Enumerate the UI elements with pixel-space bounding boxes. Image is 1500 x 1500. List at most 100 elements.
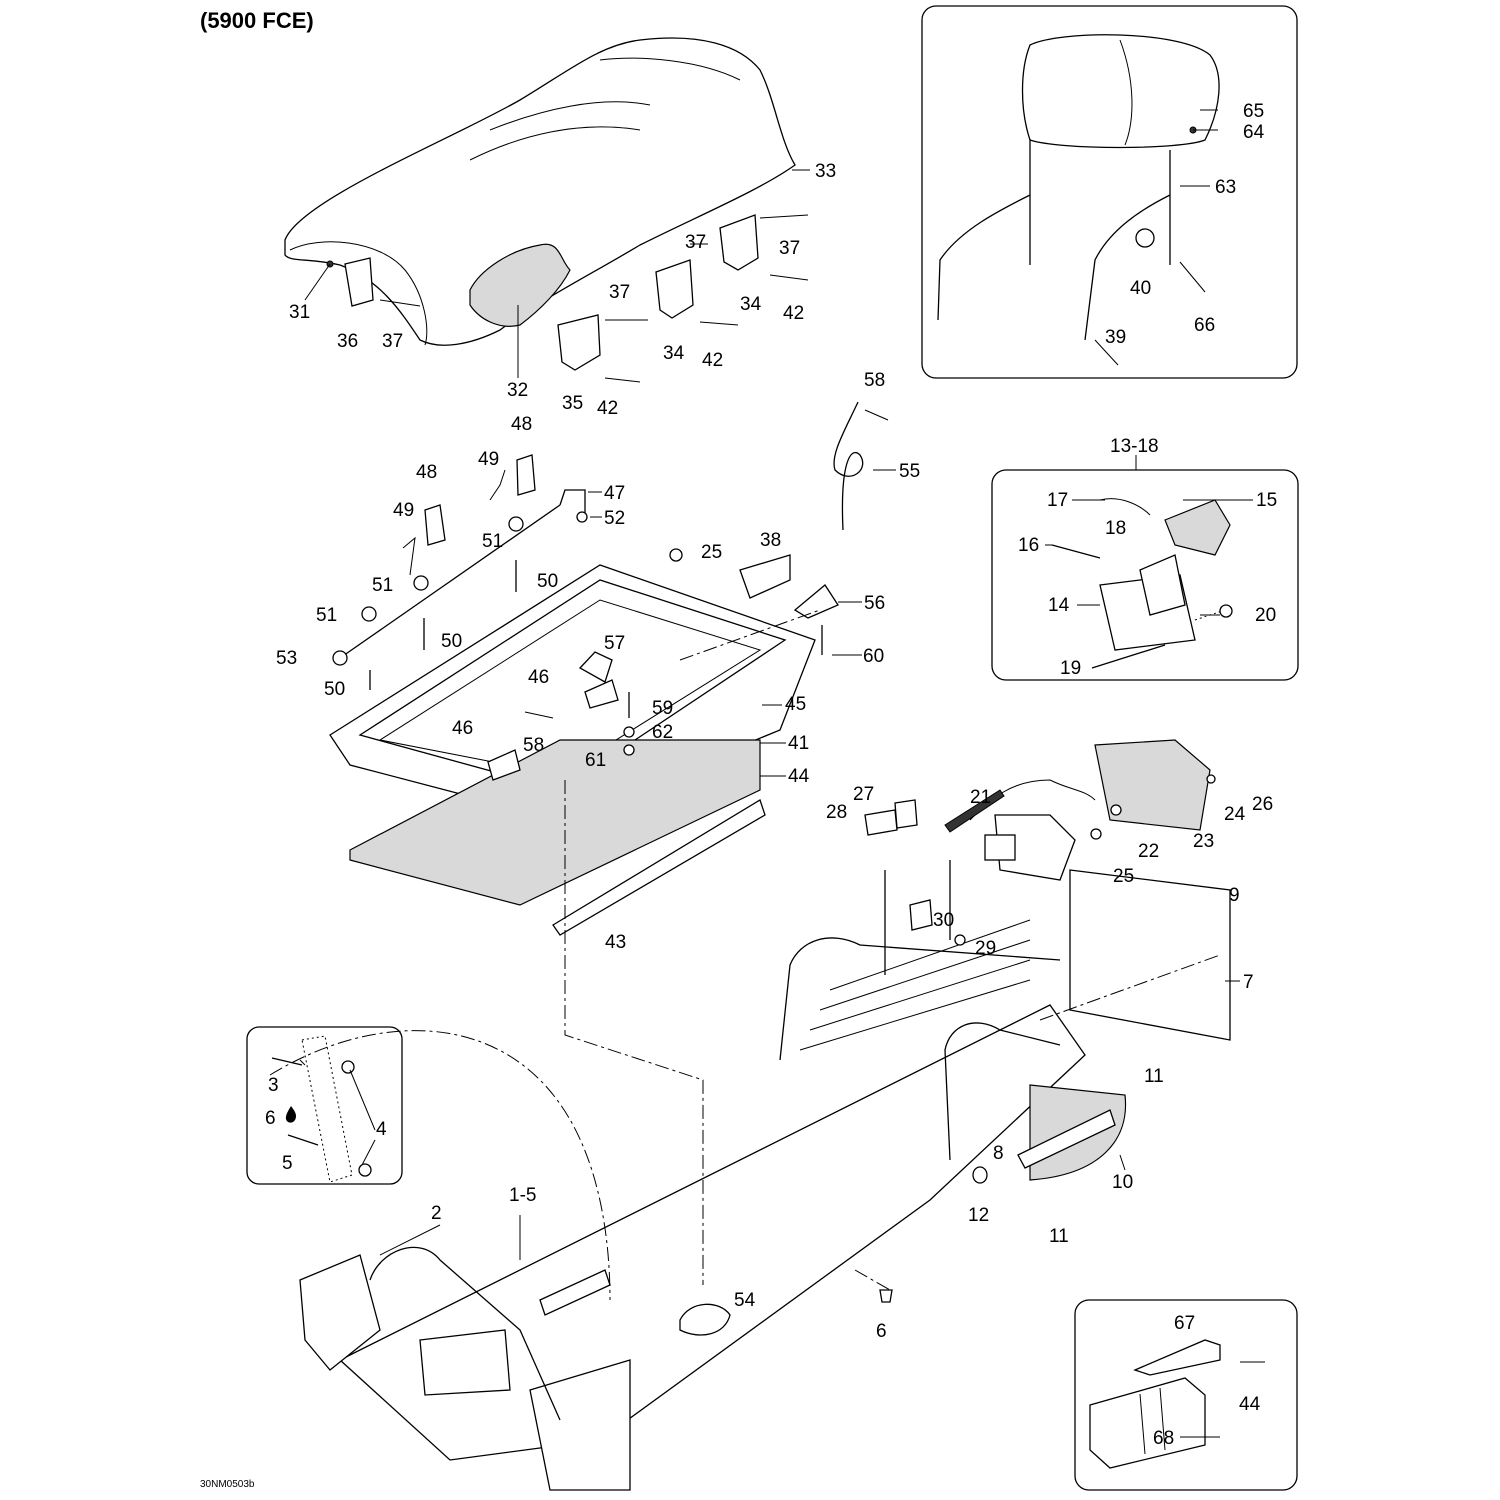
callout-50a: 50 [537, 571, 558, 592]
hitch-bolt-19 [1091, 644, 1166, 669]
callout-14: 14 [1048, 595, 1070, 616]
callout-55: 55 [899, 461, 920, 482]
bumper-bolt-detail-box [246, 1026, 403, 1185]
callout-25a: 25 [701, 542, 722, 563]
callout-44b: 44 [1239, 1394, 1261, 1415]
diagram-title: (5900 FCE) [200, 8, 314, 33]
relay-30 [909, 899, 933, 931]
callout-57: 57 [604, 633, 625, 654]
callout-29: 29 [975, 938, 996, 959]
backrest-detail-box [921, 5, 1298, 379]
hinge-brackets [344, 214, 809, 383]
hinge-36 [344, 257, 374, 307]
seat-base [329, 548, 839, 906]
callout-10: 10 [1112, 1172, 1133, 1193]
seat-pad-32 [469, 243, 571, 327]
hinge-34b [655, 259, 694, 319]
rear-rack-8 [779, 860, 1061, 1161]
callout-41: 41 [788, 733, 809, 754]
callout-34a: 34 [740, 294, 762, 315]
strip-10 [1017, 1109, 1116, 1169]
backrest-frame-63 [937, 140, 1171, 341]
spacer-40 [1135, 228, 1155, 248]
callout-37d: 37 [779, 238, 800, 259]
callout-5: 5 [282, 1153, 293, 1174]
nut-51b [413, 575, 429, 591]
cap-52 [576, 511, 588, 523]
callout-13-18: 13-18 [1110, 436, 1159, 457]
callout-23: 23 [1193, 831, 1214, 852]
harness-sleeve [944, 789, 1005, 833]
connector-28 [864, 809, 898, 836]
hinge-34a [719, 214, 759, 271]
callout-3: 3 [268, 1075, 279, 1096]
alignment-line-1 [564, 780, 704, 1285]
alignment-line-5 [854, 1269, 891, 1291]
front-vent [419, 1329, 511, 1396]
bolt-5 [287, 1134, 319, 1146]
storage-bag-68 [1089, 1377, 1206, 1469]
callout-11a: 11 [1144, 1066, 1164, 1087]
callout-11b: 11 [1049, 1226, 1069, 1247]
callout-6b: 6 [265, 1108, 276, 1129]
nut-51a [508, 516, 524, 532]
callout-64: 64 [1243, 122, 1265, 143]
callout-65: 65 [1243, 101, 1264, 122]
washer-53 [332, 650, 348, 666]
tail-light-assembly [864, 739, 1216, 946]
rear-bumper-plate [529, 1359, 631, 1491]
seat-front-curve [289, 241, 428, 346]
hitch-clip-17 [1099, 498, 1151, 516]
callout-61: 61 [585, 750, 606, 771]
mounting-strip-43 [552, 799, 766, 936]
callout-58a: 58 [864, 370, 885, 391]
backrest-pad [1021, 34, 1220, 149]
callout-30: 30 [933, 910, 954, 931]
rivet-58a [864, 409, 889, 421]
seat-latch-mechanism [332, 454, 588, 690]
seat-base-panel-41 [349, 739, 761, 906]
callout-49a: 49 [393, 500, 414, 521]
hitch-assembly [1051, 498, 1233, 669]
bracket-46a [584, 679, 619, 709]
latch-spring-49a [402, 536, 416, 576]
storage-bag-assembly [1089, 1339, 1265, 1469]
bag-bracket-67 [1133, 1339, 1221, 1376]
bumper-bolt-detail [271, 1035, 372, 1183]
callout-44a: 44 [788, 766, 810, 787]
nut-25a [669, 548, 683, 562]
callout-48a: 48 [416, 462, 437, 483]
callout-67: 67 [1174, 1313, 1195, 1334]
callout-6: 6 [876, 1321, 887, 1342]
latch-bracket-48b [516, 454, 536, 496]
callout-53: 53 [276, 648, 297, 669]
callout-12: 12 [968, 1205, 989, 1226]
bulb-22 [1110, 804, 1122, 816]
front-handle-2 [369, 1246, 561, 1421]
callout-54: 54 [734, 1290, 756, 1311]
seat-cushion [284, 37, 796, 346]
flap-7 [1069, 869, 1231, 1041]
callout-51a: 51 [482, 531, 503, 552]
bracket-56 [793, 584, 839, 619]
connector-22 [984, 834, 1016, 861]
callout-8: 8 [993, 1143, 1004, 1164]
callout-48b: 48 [511, 414, 532, 435]
tether-55 [833, 401, 864, 531]
storage-bag-detail-box [1074, 1299, 1298, 1491]
washer-62 [623, 726, 635, 738]
callout-40: 40 [1130, 278, 1151, 299]
callout-31: 31 [289, 302, 310, 323]
washer-61 [623, 744, 635, 756]
callout-42c: 42 [783, 303, 804, 324]
callout-62: 62 [652, 722, 673, 743]
callout-38: 38 [760, 530, 781, 551]
callout-24: 24 [1224, 804, 1246, 825]
nut-4b [358, 1163, 372, 1177]
front-bumper-plate [299, 1254, 381, 1371]
callout-52: 52 [604, 508, 625, 529]
callout-32: 32 [507, 380, 528, 401]
seat-stripe-2 [469, 126, 641, 161]
callout-15: 15 [1256, 490, 1277, 511]
